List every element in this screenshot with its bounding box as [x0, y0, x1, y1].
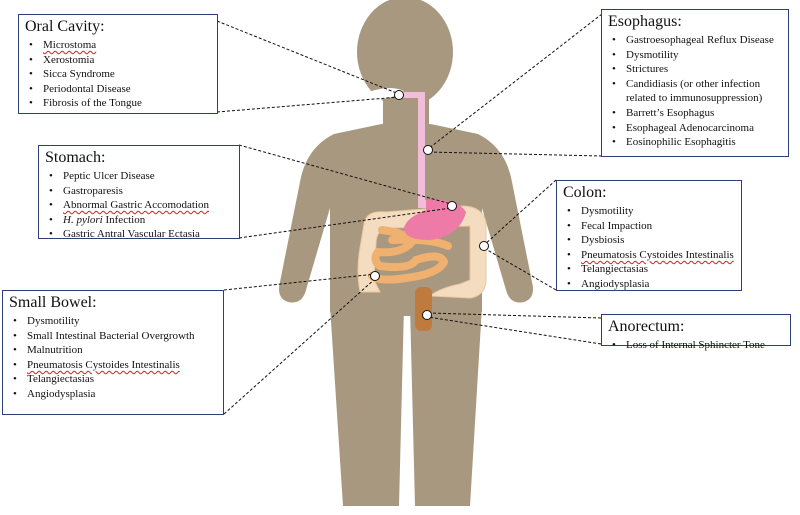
anorectum-list: Loss of Internal Sphincter Tone [608, 338, 784, 353]
pointer-small-bowel [370, 271, 380, 281]
small-bowel-coils [368, 226, 452, 284]
small-bowel-box: Small Bowel: Dysmotility Small Intestina… [2, 290, 224, 415]
leader-stomach-bottom [238, 207, 452, 239]
head [357, 0, 453, 107]
oral-cavity-title: Oral Cavity: [25, 18, 105, 35]
esophagus-box: Esophagus: Gastroesophageal Reflux Disea… [601, 9, 789, 157]
list-item: Dysmotility [13, 314, 217, 329]
pointer-stomach [447, 201, 457, 211]
colon-list: Dysmotility Fecal Impaction Dysbiosis Pn… [563, 204, 735, 292]
list-item: Malnutrition [13, 343, 217, 358]
list-item: Microstoma [29, 38, 211, 53]
list-item: Candidiasis (or other infection related … [612, 77, 782, 106]
list-item: Telangiectasias [567, 262, 735, 277]
mouth [366, 87, 404, 101]
list-item: Sicca Syndrome [29, 67, 211, 82]
leader-smallbowel-top [223, 273, 377, 291]
list-item: Strictures [612, 62, 782, 77]
right-leg [410, 306, 482, 506]
colon-title: Colon: [563, 184, 607, 201]
leader-anorectum-top [427, 312, 602, 319]
leader-lines [216, 13, 603, 415]
leader-smallbowel-bottom [223, 277, 377, 415]
esophagus-list: Gastroesophageal Reflux Disease Dysmotil… [608, 33, 782, 150]
leader-oral-top [216, 20, 400, 95]
organs [357, 87, 487, 331]
list-item: Pneumatosis Cystoides Intestinalis [13, 358, 217, 373]
list-item: Dysmotility [567, 204, 735, 219]
leader-esophagus-bottom [427, 151, 603, 157]
pointer-oral [394, 90, 404, 100]
list-item: Dysbiosis [567, 233, 735, 248]
list-item: Periodontal Disease [29, 82, 211, 97]
stomach-list: Peptic Ulcer Disease Gastroparesis Abnor… [45, 169, 233, 242]
stomach-box: Stomach: Peptic Ulcer Disease Gastropare… [38, 145, 240, 242]
list-item: Gastric Antral Vascular Ectasia [49, 227, 233, 242]
leader-colon-top [483, 179, 557, 246]
left-leg [330, 306, 404, 506]
list-item: Gastroparesis [49, 184, 233, 199]
anorectum-box: Anorectum: Loss of Internal Sphincter To… [601, 314, 791, 352]
list-item: Esophageal Adenocarcinoma [612, 121, 782, 136]
list-item: H. pylori Infection [49, 213, 233, 228]
list-item: Eosinophilic Esophagitis [612, 135, 782, 150]
list-item: Angiodysplasia [13, 387, 217, 402]
list-item: Pneumatosis Cystoides Intestinalis [567, 248, 735, 263]
stomach-title: Stomach: [45, 149, 106, 166]
list-item: Fecal Impaction [567, 219, 735, 234]
oral-cavity-list: Microstoma Xerostomia Sicca Syndrome Per… [25, 38, 211, 111]
pointer-circles [370, 90, 489, 320]
pointer-anorectum [422, 310, 432, 320]
leader-oral-bottom [216, 96, 400, 113]
oral-cavity-box: Oral Cavity: Microstoma Xerostomia Sicca… [18, 14, 218, 114]
list-item: Fibrosis of the Tongue [29, 96, 211, 111]
esophagus-title: Esophagus: [608, 13, 682, 30]
list-item: Xerostomia [29, 53, 211, 68]
small-bowel-list: Dysmotility Small Intestinal Bacterial O… [9, 314, 217, 402]
pointer-esophagus [423, 145, 433, 155]
small-bowel-title: Small Bowel: [9, 294, 97, 311]
colon-box: Colon: Dysmotility Fecal Impaction Dysbi… [556, 180, 742, 291]
leader-anorectum-bottom [427, 316, 602, 345]
body-silhouette [279, 0, 533, 506]
pointer-colon [479, 241, 489, 251]
leader-colon-bottom [483, 247, 557, 291]
list-item: Gastroesophageal Reflux Disease [612, 33, 782, 48]
list-item: Telangiectasias [13, 372, 217, 387]
esophagus-tube [401, 92, 429, 208]
list-item: Dysmotility [612, 48, 782, 63]
list-item: Angiodysplasia [567, 277, 735, 292]
list-item: Small Intestinal Bacterial Overgrowth [13, 329, 217, 344]
list-item: Peptic Ulcer Disease [49, 169, 233, 184]
anorectum-title: Anorectum: [608, 318, 685, 335]
list-item: Abnormal Gastric Accomodation [49, 198, 233, 213]
list-item: Loss of Internal Sphincter Tone [612, 338, 784, 353]
anorectum-shape [415, 287, 432, 331]
leader-stomach-top [238, 144, 452, 205]
list-item: Barrett’s Esophagus [612, 106, 782, 121]
leader-esophagus-top [427, 13, 603, 150]
